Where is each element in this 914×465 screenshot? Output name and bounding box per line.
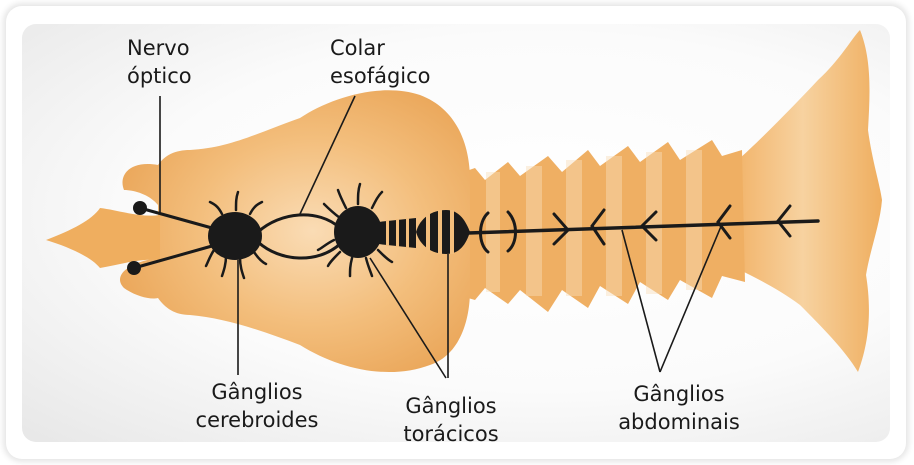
label-esophageal-collar-line1: Colar: [330, 34, 431, 62]
label-thoracic-ganglia: Gânglios torácicos: [386, 392, 516, 448]
label-cerebral-ganglia-line1: Gânglios: [182, 378, 332, 406]
rostrum: [46, 208, 160, 268]
label-thoracic-ganglia-line1: Gânglios: [386, 392, 516, 420]
eye-upper: [133, 201, 147, 215]
label-optic-nerve-line2: óptico: [127, 62, 192, 90]
label-abdominal-ganglia-line1: Gânglios: [604, 380, 754, 408]
eye-lower: [127, 261, 141, 275]
label-abdominal-ganglia-line2: abdominais: [604, 408, 754, 436]
tail-fan: [738, 30, 882, 372]
label-abdominal-ganglia: Gânglios abdominais: [604, 380, 754, 436]
label-thoracic-ganglia-line2: torácicos: [386, 420, 516, 448]
label-optic-nerve-line1: Nervo: [127, 34, 192, 62]
label-cerebral-ganglia: Gânglios cerebroides: [182, 378, 332, 434]
label-esophageal-collar-line2: esofágico: [330, 62, 431, 90]
label-cerebral-ganglia-line2: cerebroides: [182, 406, 332, 434]
label-optic-nerve: Nervo óptico: [127, 34, 192, 90]
label-esophageal-collar: Colar esofágico: [330, 34, 431, 90]
